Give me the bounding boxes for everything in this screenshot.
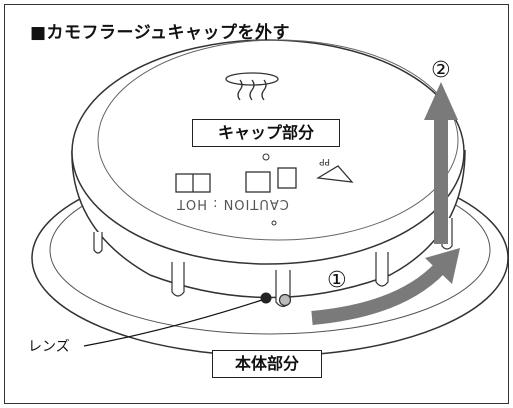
lens-ring <box>278 293 292 307</box>
top-slot <box>225 72 279 86</box>
steam-icon <box>237 79 267 101</box>
rotate-arrow <box>311 263 446 325</box>
caution-text: CAUTION : HOT <box>176 196 289 211</box>
recycle-5-icon <box>245 167 297 193</box>
heading: ■カモフラージュキャップを外す <box>30 23 291 43</box>
cap-part-label: キャップ部分 <box>192 119 340 147</box>
lift-arrow-shaft <box>434 116 448 244</box>
recycle-pp-icon: PP <box>316 156 354 183</box>
body-part-label: 本体部分 <box>212 350 322 378</box>
step-1-marker: ① <box>327 268 347 293</box>
cap-top-inner <box>97 39 459 241</box>
lens-label: レンズ <box>28 339 70 355</box>
lens-dot <box>260 292 272 304</box>
lens-leader-line <box>83 299 263 347</box>
center-dot <box>262 153 270 161</box>
svg-text:PP: PP <box>319 156 330 166</box>
rotate-arrowhead <box>425 248 460 284</box>
lift-arrowhead <box>424 82 458 120</box>
plastic-mark-icon <box>175 173 211 193</box>
lower-dot <box>271 220 277 226</box>
step-2-marker: ② <box>431 58 451 83</box>
cap-top <box>71 39 465 265</box>
